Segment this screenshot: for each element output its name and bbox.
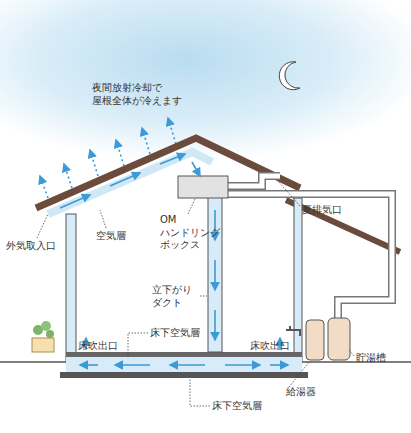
right-wall <box>294 198 302 362</box>
floor-slab <box>66 352 302 357</box>
storage-tank <box>328 318 350 360</box>
ground-line <box>0 361 66 363</box>
hot-water-pipe <box>228 194 392 322</box>
note-text: 夜間放射冷却で 屋根全体が冷えます <box>92 82 192 107</box>
hot-water-pipe <box>228 194 392 322</box>
leader-lines <box>37 181 354 406</box>
exhaust-pipe <box>226 176 280 186</box>
part-label: OM ハンドリング ボックス <box>160 214 230 252</box>
underfloor-air <box>66 357 302 372</box>
plant <box>32 321 54 352</box>
water-heater <box>306 320 324 360</box>
part-label: 床吹出口 <box>78 340 118 353</box>
airflow-arrows <box>60 154 288 365</box>
part-label: 給湯器 <box>286 386 316 399</box>
part-label: 床下空気層 <box>212 400 262 413</box>
handling-box <box>178 176 228 198</box>
down-duct <box>208 196 222 352</box>
part-label: 床下空気層 <box>150 327 200 340</box>
foundation <box>60 372 308 378</box>
part-label: 立下がり ダクト <box>152 284 200 309</box>
part-label: 外気取入口 <box>6 240 56 253</box>
part-label: 貯湯槽 <box>356 352 386 365</box>
part-label: 床吹出口 <box>250 340 290 353</box>
part-label: 夏排気口 <box>302 204 342 217</box>
moon <box>279 62 300 90</box>
exhaust-pipe <box>226 176 280 186</box>
annex-roof <box>286 200 400 252</box>
faucet <box>286 326 300 336</box>
part-label: 空気層 <box>96 230 126 243</box>
left-wall <box>66 214 76 362</box>
